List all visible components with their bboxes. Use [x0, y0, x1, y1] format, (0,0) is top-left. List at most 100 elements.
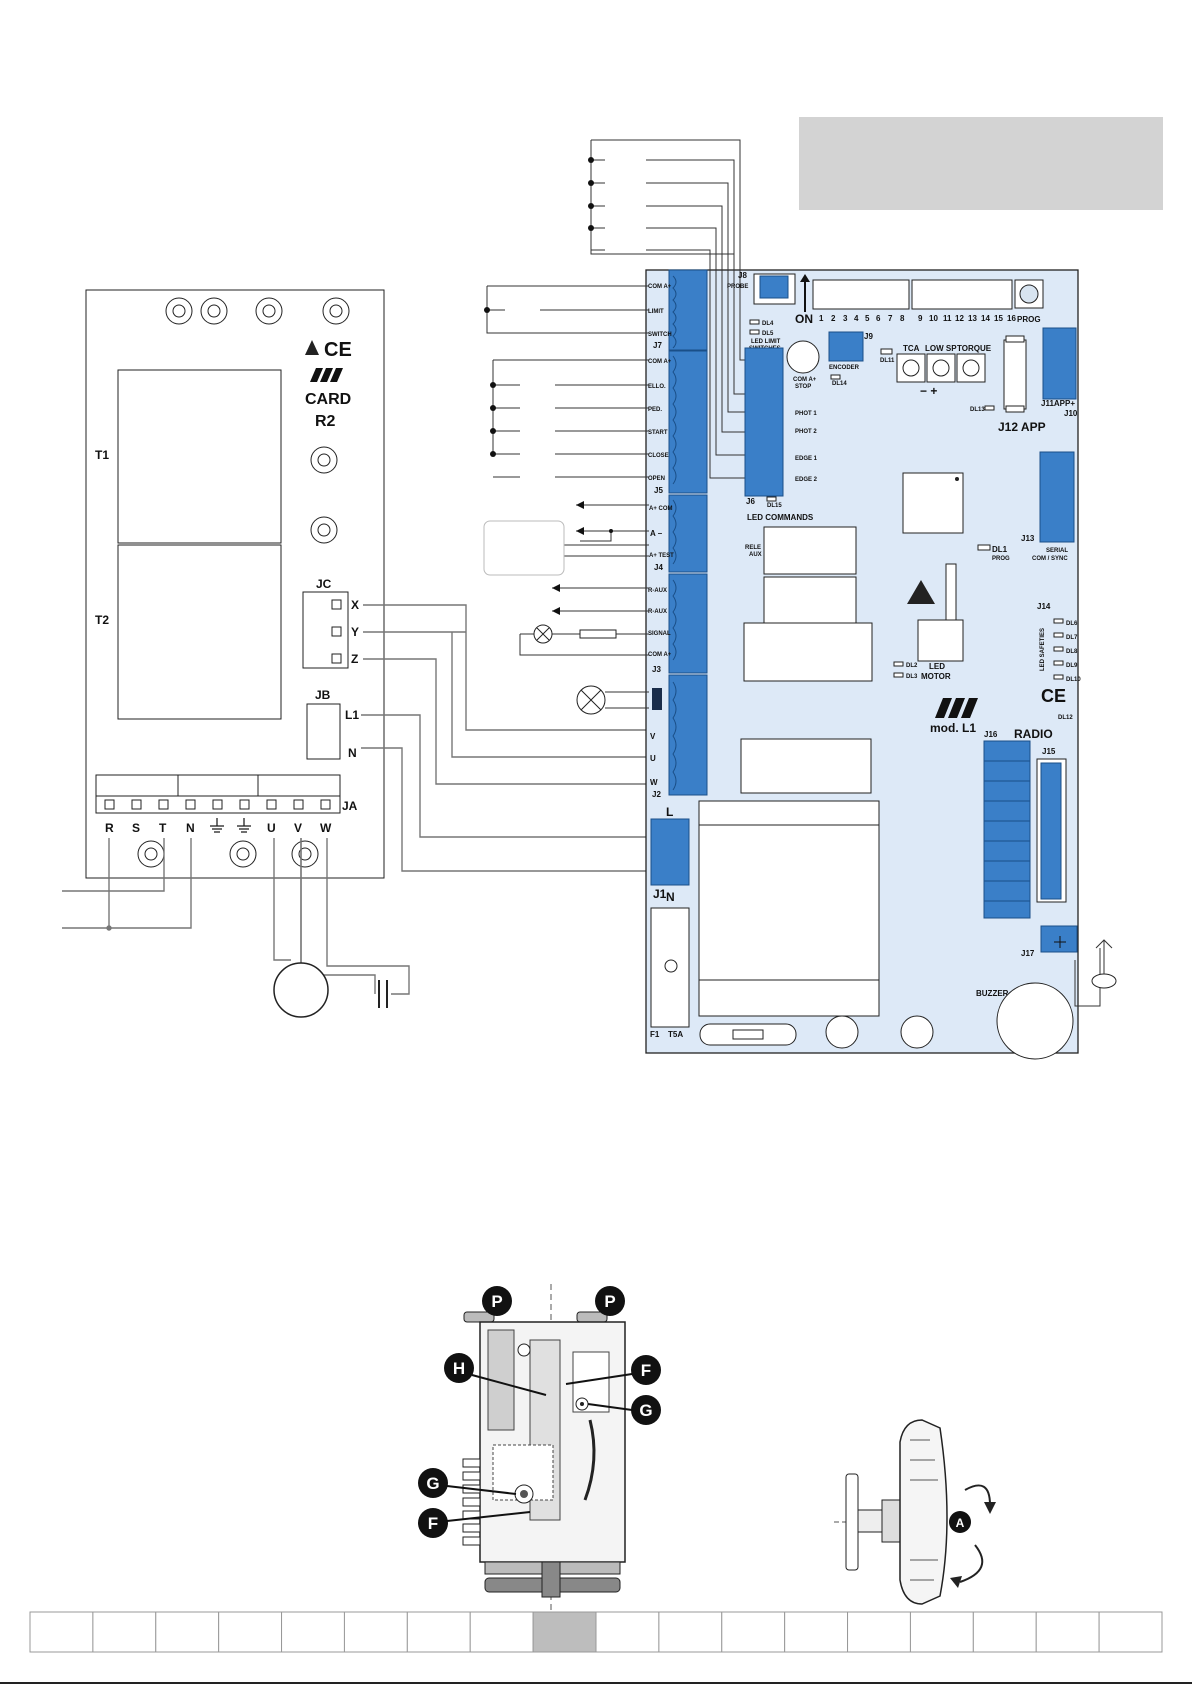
svg-text:DL12: DL12: [1058, 715, 1073, 721]
svg-text:15: 15: [994, 314, 1003, 323]
header-box: [799, 117, 1163, 210]
footer-cell: [218, 1611, 283, 1653]
t1-label: T1: [95, 448, 109, 462]
jc-pin-y: Y: [351, 625, 359, 639]
svg-text:F: F: [428, 1514, 438, 1533]
svg-text:DL10: DL10: [1066, 677, 1081, 683]
prog-label: PROG: [1017, 315, 1041, 324]
svg-text:A+ TEST: A+ TEST: [649, 553, 674, 559]
svg-text:ELLO.: ELLO.: [648, 384, 666, 390]
svg-text:DL2: DL2: [906, 663, 918, 669]
pot-tca: TCA: [903, 344, 920, 353]
led-safeties: DL6 DL7 DL8 DL9 DL10: [1053, 618, 1081, 683]
callout-h: H: [444, 1353, 547, 1396]
card-r2: CE CARD R2 T1 T2 JC X Y Z JB L1 N: [85, 289, 385, 879]
svg-text:DL13: DL13: [970, 407, 985, 413]
svg-text:COM A+: COM A+: [648, 652, 672, 658]
svg-text:SIGNAL: SIGNAL: [648, 631, 671, 637]
footer-cell: [658, 1611, 723, 1653]
svg-text:P: P: [491, 1292, 502, 1311]
svg-text:U: U: [650, 754, 656, 763]
model-label: mod. L1: [930, 721, 976, 735]
ja-pin-u: U: [267, 821, 276, 835]
svg-text:10: 10: [929, 314, 938, 323]
ja-pin-s: S: [132, 821, 140, 835]
j4-label: J4: [654, 563, 663, 572]
card-title-1: CARD: [305, 391, 351, 408]
svg-text:13: 13: [968, 314, 977, 323]
l-label: L: [666, 805, 673, 819]
svg-text:9: 9: [918, 314, 923, 323]
svg-text:OPEN: OPEN: [648, 476, 665, 482]
svg-text:DL11: DL11: [880, 358, 895, 364]
mains-wires: [62, 838, 410, 995]
board-logo-icon: [935, 698, 978, 718]
probe-label: PROBE: [727, 284, 748, 290]
j12-label: J12 APP: [998, 420, 1046, 434]
card-title-2: R2: [315, 413, 336, 430]
svg-text:DL8: DL8: [1066, 649, 1078, 655]
svg-text:DL9: DL9: [1066, 663, 1078, 669]
callout-f-top: F: [565, 1355, 661, 1385]
svg-text:START: START: [648, 430, 668, 436]
j2-label: J2: [652, 790, 661, 799]
footer-cell: [469, 1611, 534, 1653]
serial-label: SERIAL: [1046, 548, 1068, 554]
svg-text:7: 7: [888, 314, 893, 323]
j9-label: J9: [864, 332, 873, 341]
led-limit-label: LED LIMIT: [751, 339, 781, 345]
svg-text:14: 14: [981, 314, 990, 323]
ja-label: JA: [342, 799, 358, 813]
footer-cell: [721, 1611, 786, 1653]
esd-icon: [305, 340, 319, 355]
card-to-board-wires: [361, 604, 649, 872]
callout-g-top: G: [587, 1395, 661, 1425]
adjustment-knob: A: [834, 1419, 996, 1605]
svg-text:G: G: [639, 1401, 652, 1420]
svg-text:DL5: DL5: [762, 331, 774, 337]
encoder-label: ENCODER: [829, 365, 860, 371]
callout-a: A: [956, 1516, 965, 1530]
footer-page-strip: [0, 1611, 1192, 1684]
buzzer-label: BUZZER: [976, 989, 1009, 998]
footer-cell: [406, 1611, 471, 1653]
svg-text:EDGE 1: EDGE 1: [795, 456, 818, 462]
svg-text:EDGE 2: EDGE 2: [795, 477, 818, 483]
footer-cell: [909, 1611, 974, 1653]
svg-text:8: 8: [900, 314, 905, 323]
j8-label: J8: [738, 271, 747, 280]
control-board: J8 PROBE ON 1 2 3 4 5 6 7 8 9 10 11 12 1…: [588, 139, 1117, 1060]
ja-pin-t: T: [159, 821, 167, 835]
callout-f-bottom: F: [418, 1508, 531, 1538]
j1-label: J1: [653, 887, 667, 901]
footer-cell: [1098, 1611, 1163, 1653]
footer-cell: [784, 1611, 849, 1653]
footer-cell: [281, 1611, 345, 1653]
rele-label: RELE: [745, 545, 761, 551]
footer-cell: [92, 1611, 157, 1653]
motor-icon: [273, 962, 329, 1018]
svg-text:SWITCH: SWITCH: [648, 332, 672, 338]
jb-pin-l1: L1: [345, 708, 359, 722]
jb-pin-n: N: [348, 746, 357, 760]
pot-sign: − +: [920, 384, 937, 398]
jc-pin-z: Z: [351, 652, 358, 666]
limit-switch-mechanism: P P H F G G F: [418, 1284, 661, 1610]
svg-text:STOP: STOP: [795, 384, 811, 390]
j11-label: J11APP+: [1041, 399, 1075, 408]
on-label: ON: [795, 312, 813, 326]
svg-text:COM A+: COM A+: [793, 377, 817, 383]
svg-text:PED.: PED.: [648, 407, 662, 413]
svg-text:PHOT 1: PHOT 1: [795, 411, 817, 417]
callout-g-bottom: G: [418, 1468, 517, 1498]
svg-text:R-AUX: R-AUX: [648, 609, 667, 615]
led-motor-1: LED: [929, 662, 945, 671]
svg-text:G: G: [426, 1474, 439, 1493]
j5-label: J5: [654, 486, 663, 495]
svg-text:A –: A –: [650, 529, 663, 538]
comsync-label: COM / SYNC: [1032, 556, 1068, 562]
j3-label: J3: [652, 665, 661, 674]
svg-text:3: 3: [843, 314, 848, 323]
svg-text:DL4: DL4: [762, 321, 774, 327]
